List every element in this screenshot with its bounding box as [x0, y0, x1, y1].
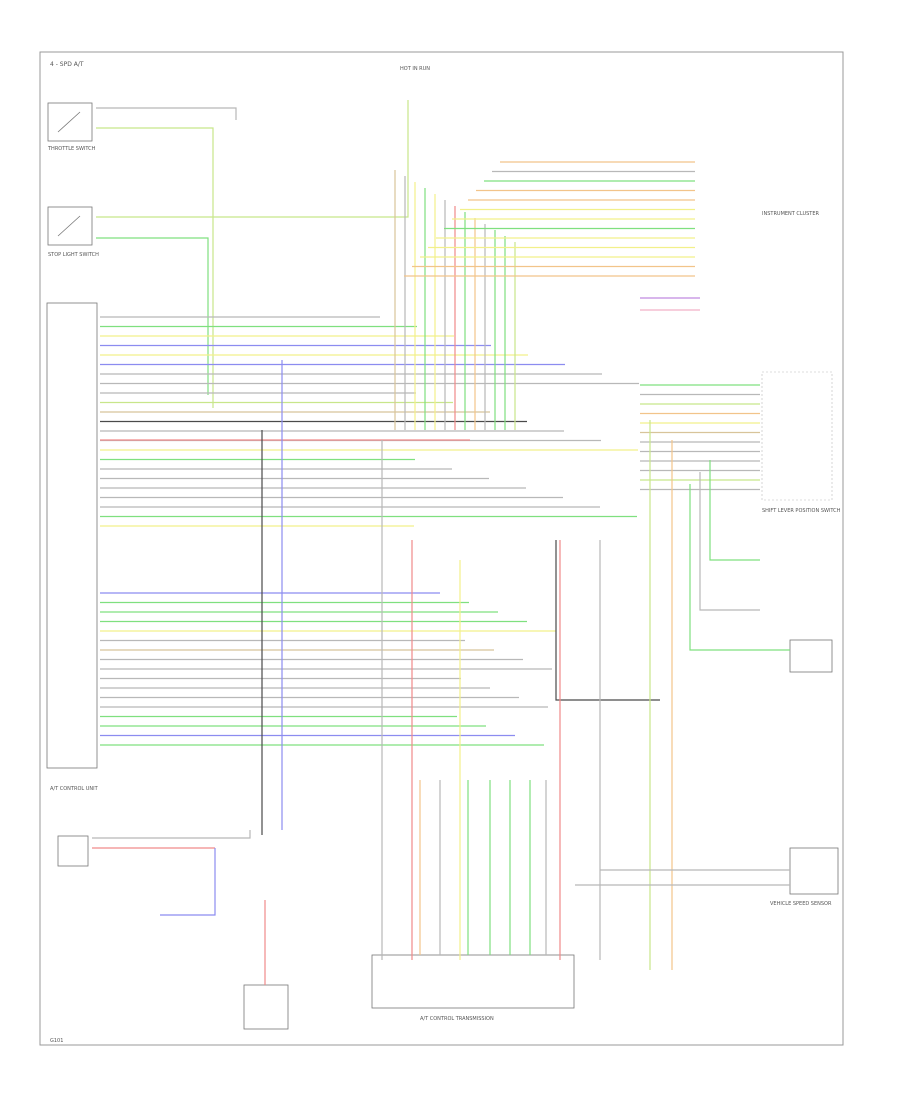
- ground-point: G101: [50, 1038, 63, 1044]
- relay-box-right: [789, 639, 833, 673]
- wire-throttle-yg: [96, 127, 214, 408]
- wire-throttle-gray: [96, 107, 237, 120]
- throttle-switch: THROTTLE SWITCH: [47, 102, 96, 152]
- shift-lever-label: SHIFT LEVER POSITION SWITCH: [762, 508, 841, 514]
- brake-switch: STOP LIGHT SWITCH: [47, 206, 99, 258]
- speed-sensor-label: VEHICLE SPEED SENSOR: [770, 901, 832, 907]
- wire-green-sensor: [709, 460, 760, 561]
- wire-black-h: [555, 540, 660, 701]
- instrument-cluster-label: INSTRUMENT CLUSTER: [762, 211, 820, 217]
- sensor-box-left: [57, 835, 89, 867]
- ground-label: G101: [50, 1038, 63, 1044]
- tcm-unit: A/T CONTROL UNIT: [46, 302, 99, 792]
- transmission-label: A/T CONTROL TRANSMISSION: [420, 1016, 494, 1022]
- throttle-switch-label: THROTTLE SWITCH: [47, 146, 96, 152]
- wire-group: [92, 100, 790, 985]
- switch-box-bottom: [243, 984, 289, 1030]
- fuse-hot: HOT IN RUN: [400, 66, 430, 72]
- brake-switch-label: STOP LIGHT SWITCH: [48, 252, 99, 258]
- wire-brake-green: [96, 237, 209, 395]
- speed-sensor: VEHICLE SPEED SENSOR: [770, 847, 839, 907]
- diagram-border: [39, 51, 844, 1046]
- transmission-box: A/T CONTROL TRANSMISSION: [371, 954, 575, 1022]
- shift-lever-switch: SHIFT LEVER POSITION SWITCH: [761, 371, 841, 514]
- diagram-header: 4 - SPD A/T: [50, 61, 84, 68]
- wire-bl-blue: [160, 848, 216, 916]
- fuse-hot-label: HOT IN RUN: [400, 66, 430, 72]
- wire-brake-yg: [96, 100, 409, 218]
- wire-green-relay: [689, 484, 790, 651]
- wire-gray-sensor: [699, 472, 760, 611]
- wire-bl-gray: [92, 830, 251, 839]
- instrument-cluster: INSTRUMENT CLUSTER: [762, 211, 820, 217]
- tcm-label: A/T CONTROL UNIT: [50, 786, 99, 792]
